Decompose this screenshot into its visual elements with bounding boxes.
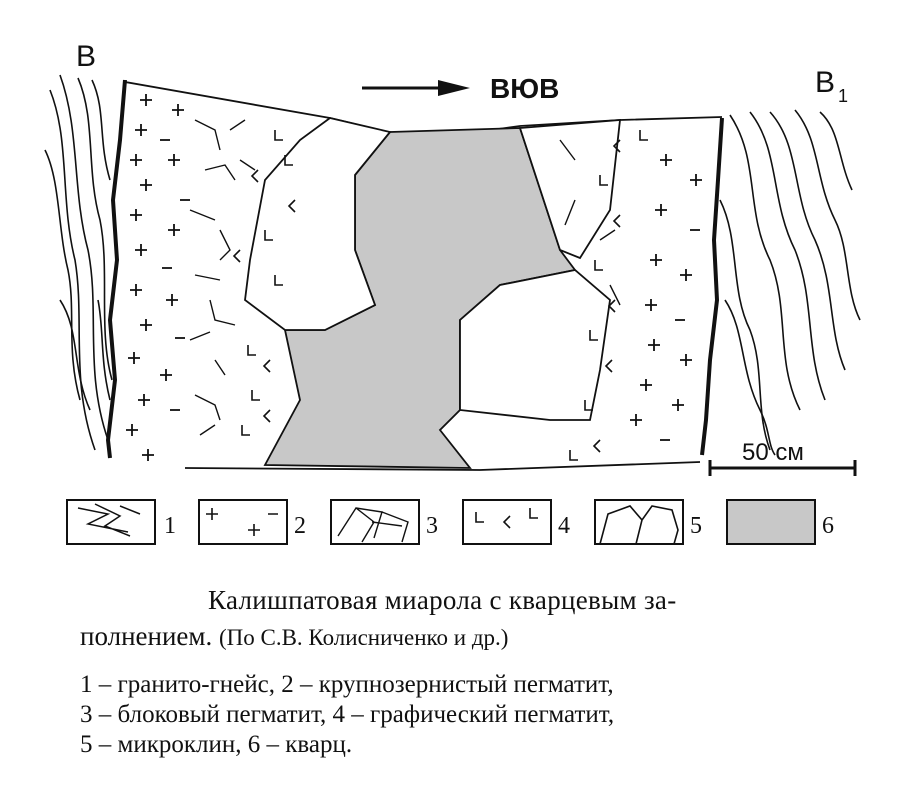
legend-description: 1 – гранито-гнейс, 2 – крупнозернистый п… [80, 670, 820, 760]
section-end-label: B [815, 66, 835, 99]
legend-number-2: 2 [294, 513, 306, 539]
miarole-cross-section-diagram: ВЮВ B B 1 50 см 1 2 3 4 [44, 40, 861, 545]
bottom-line [184, 461, 701, 471]
legend-item-2: 2 [198, 499, 306, 545]
microcline-blocks [244, 117, 622, 421]
legend: 1 2 3 4 5 6 [66, 499, 834, 545]
legend-item-6: 6 [726, 499, 834, 545]
granite-gneiss-left [44, 74, 113, 451]
caption-title-line-1: Калишпатовая миарола с кварцевым за- [208, 585, 677, 615]
figure-caption: Калишпатовая миарола с кварцевым за- пол… [80, 582, 820, 656]
block-pegmatite-marks [189, 119, 621, 436]
legend-number-5: 5 [690, 513, 702, 539]
legend-number-3: 3 [426, 513, 438, 539]
caption-title-main: полнением. [80, 621, 213, 651]
caption-source: (По С.В. Колисниченко и др.) [218, 625, 509, 650]
legend-item-3: 3 [330, 499, 438, 545]
legend-description-line-3: 5 – микроклин, 6 – кварц. [80, 731, 353, 758]
legend-number-6: 6 [822, 513, 834, 539]
coarse-pegmatite-marks [126, 94, 702, 461]
section-start-label: B [76, 40, 96, 73]
legend-description-line-1: 1 – гранито-гнейс, 2 – крупнозернистый п… [80, 671, 614, 698]
granite-gneiss-right [719, 109, 861, 456]
legend-item-1: 1 [66, 499, 176, 545]
direction-arrow [362, 80, 470, 96]
section-end-label-sub: 1 [838, 86, 848, 106]
graphic-pegmatite-marks [232, 130, 648, 461]
direction-label: ВЮВ [490, 73, 559, 104]
legend-item-4: 4 [462, 499, 570, 545]
caption-title-line-2: полнением. (По С.В. Колисниченко и др.) [80, 618, 820, 656]
legend-number-1: 1 [164, 513, 176, 539]
legend-number-4: 4 [558, 513, 570, 539]
contact-line-left [105, 79, 127, 459]
legend-description-line-2: 3 – блоковый пегматит, 4 – графический п… [80, 701, 615, 728]
scale-label: 50 см [742, 439, 804, 466]
contact-line-right [700, 117, 724, 456]
scale-bar [708, 460, 857, 476]
legend-item-5: 5 [594, 499, 702, 545]
